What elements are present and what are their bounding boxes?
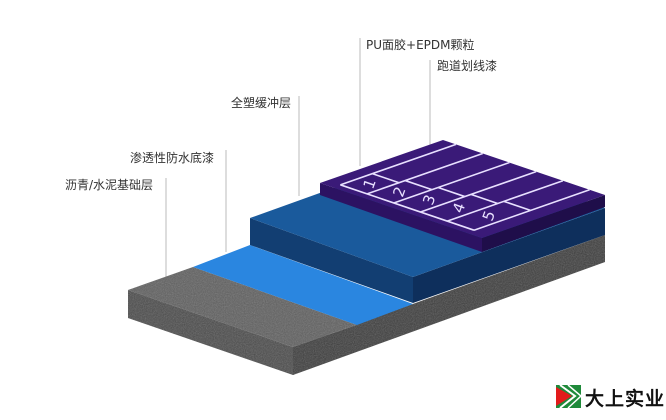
lane-line <box>340 143 457 186</box>
lane-line <box>366 152 483 195</box>
lane-line <box>393 161 510 204</box>
lane-box-line <box>503 200 531 212</box>
base-layer <box>128 235 605 375</box>
label-pu-surface: PU面胶+EPDM颗粒 <box>366 38 475 52</box>
pu-surface-layer <box>320 140 605 252</box>
label-base: 沥青/水泥基础层 <box>65 178 154 192</box>
start-line <box>340 184 475 231</box>
primer-layer <box>193 245 413 325</box>
lane-box-line <box>437 186 466 198</box>
leader-lines <box>165 38 431 292</box>
lane-box-line <box>372 172 400 184</box>
lane-box-line <box>470 193 498 205</box>
label-lane-paint: 跑道划线漆 <box>437 59 498 73</box>
lane-line <box>420 170 537 213</box>
lane-line <box>473 189 590 231</box>
label-cushion: 全塑缓冲层 <box>231 96 292 110</box>
label-primer: 渗透性防水底漆 <box>130 151 215 165</box>
lane-line <box>446 179 564 222</box>
logo-mark <box>556 384 583 409</box>
logo-text: 大上实业 <box>585 388 666 410</box>
lane-box-line <box>404 179 433 191</box>
